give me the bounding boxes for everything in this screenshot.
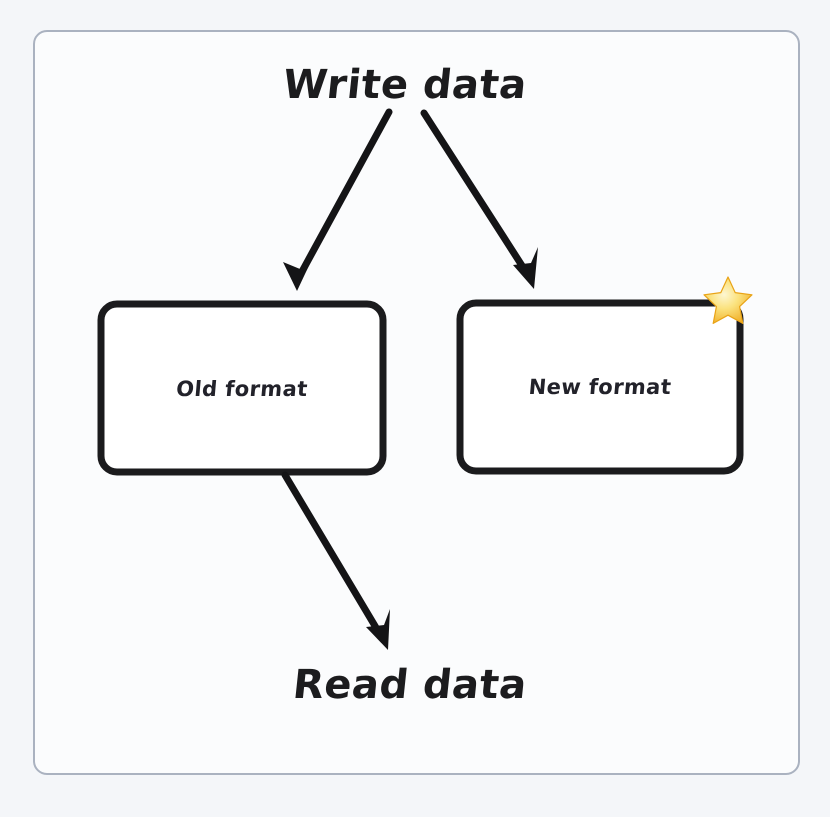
arrow-write-to-new-format: [420, 109, 538, 289]
page-title-read-data: Read data: [290, 662, 530, 708]
arrow-write-to-old-format: [283, 108, 393, 291]
page-title-write-data: Write data: [280, 62, 530, 108]
box-old-format[interactable]: [97, 300, 387, 476]
arrow-old-format-to-read: [281, 471, 390, 650]
box-label-new-format: New format: [527, 375, 673, 399]
box-new-format[interactable]: [456, 299, 744, 475]
star-icon: [703, 276, 753, 324]
box-label-old-format: Old format: [175, 377, 309, 401]
